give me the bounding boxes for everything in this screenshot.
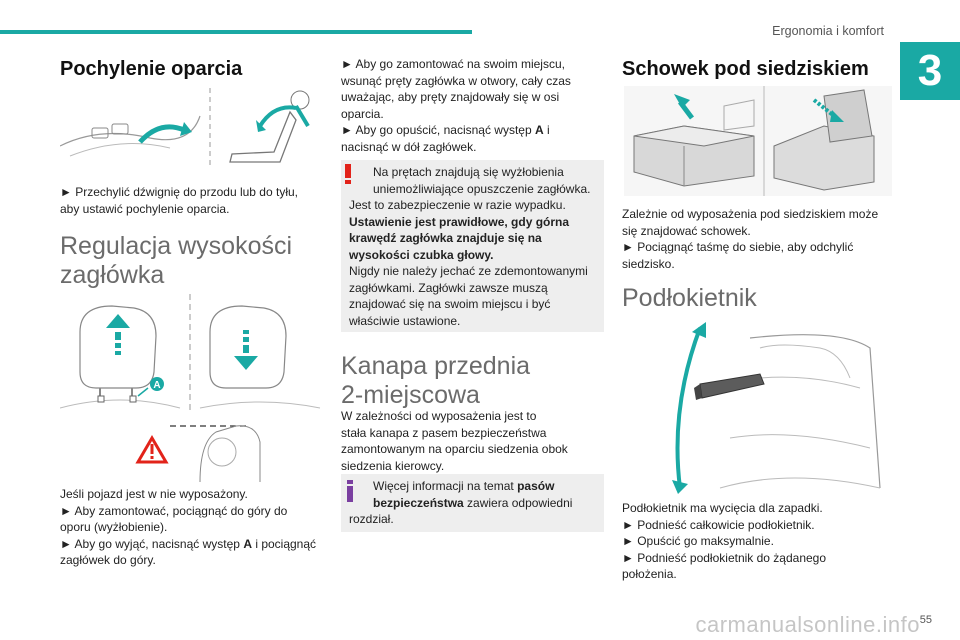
warning-lines-indented: Na prętach znajdują się wyżłobienia unie… bbox=[373, 164, 590, 197]
bench-line: stała kanapa z pasem bezpieczeństwa bbox=[341, 425, 547, 440]
warning-line: właściwie ustawione. bbox=[349, 313, 461, 328]
headrest-line: zagłówek do góry. bbox=[60, 553, 156, 567]
warning-line: uniemożliwiające opuszczenie zagłówka. bbox=[373, 181, 591, 196]
armrest-text: Podłokietnik ma wycięcia dla zapadki. ► … bbox=[622, 500, 826, 583]
headrest-text: Jeśli pojazd jest w nie wyposażony. ► Ab… bbox=[60, 486, 316, 569]
info-line-bold: bezpieczeństwa bbox=[373, 495, 464, 510]
section-title: Ergonomia i komfort bbox=[772, 24, 884, 38]
refit-line: oparcia. bbox=[341, 106, 384, 121]
headrest-line-part: ► Aby go wyjąć, nacisnąć występ bbox=[60, 536, 240, 551]
heading-armrest: Podłokietnik bbox=[622, 284, 757, 312]
heading-bench-line: 2-miejscowa bbox=[341, 380, 480, 409]
recline-text: ► Przechylić dźwignię do przodu lub do t… bbox=[60, 184, 298, 217]
info-lines: rozdział. bbox=[349, 511, 394, 528]
armrest-illustration bbox=[672, 322, 881, 494]
headrest-illustration: A bbox=[60, 294, 321, 483]
label-a-marker bbox=[150, 377, 164, 391]
refit-line-part: ► Aby go opuścić, nacisnąć występ bbox=[341, 123, 532, 137]
bench-line: siedzenia kierowcy. bbox=[341, 458, 445, 473]
storage-line: Zależnie od wyposażenia pod siedziskiem … bbox=[622, 207, 879, 221]
refit-line-part: i bbox=[543, 123, 550, 137]
storage-line: się znajdować schowek. bbox=[622, 223, 751, 238]
recline-illustration bbox=[60, 88, 310, 168]
warning-line: Jest to zabezpieczenie w razie wypadku. bbox=[349, 198, 566, 212]
heading-storage: Schowek pod siedziskiem bbox=[622, 58, 869, 80]
storage-line: ► Pociągnąć taśmę do siebie, aby odchyli… bbox=[622, 240, 854, 254]
armrest-line: ► Podnieść podłokietnik do żądanego bbox=[622, 550, 827, 565]
headrest-line: Jeśli pojazd jest w nie wyposażony. bbox=[60, 487, 248, 501]
bench-line: zamontowanym na oparciu siedzenia obok bbox=[341, 442, 568, 456]
armrest-line: położenia. bbox=[622, 567, 677, 581]
bench-line: W zależności od wyposażenia jest to bbox=[341, 409, 537, 423]
heading-recline: Pochylenie oparcia bbox=[60, 58, 243, 80]
storage-illustration bbox=[624, 86, 892, 196]
headrest-line: ► Aby zamontować, pociągnąć do góry do bbox=[60, 503, 288, 518]
refit-line-bold: A bbox=[534, 123, 544, 137]
warning-box: Na prętach znajdują się wyżłobienia unie… bbox=[341, 160, 604, 332]
armrest-line: ► Opuścić go maksymalnie. bbox=[622, 534, 774, 548]
warning-line-bold: Ustawienie jest prawidłowe, gdy górna bbox=[349, 214, 570, 229]
warning-line-bold: krawędź zagłówka znajduje się na bbox=[349, 231, 542, 245]
watermark: carmanualsonline.info bbox=[695, 612, 920, 637]
header-accent-bar bbox=[0, 30, 472, 34]
recline-line: aby ustawić pochylenie oparcia. bbox=[60, 201, 230, 216]
armrest-line: Podłokietnik ma wycięcia dla zapadki. bbox=[622, 501, 823, 515]
info-line: rozdział. bbox=[349, 512, 394, 526]
chapter-number: 3 bbox=[900, 42, 960, 100]
headrest-line-bold: A bbox=[243, 536, 252, 551]
heading-bench-line: Kanapa przednia bbox=[341, 352, 531, 380]
info-line: bezpieczeństwa zawiera odpowiedni bbox=[373, 495, 572, 512]
refit-text: ► Aby go zamontować na swoim miejscu, ws… bbox=[341, 56, 571, 155]
headrest-line-part: i pociągnąć bbox=[251, 536, 317, 551]
headrest-line: ► Aby go wyjąć, nacisnąć występ A i poci… bbox=[60, 536, 316, 553]
info-line: Więcej informacji na temat pasów bbox=[373, 478, 572, 495]
refit-line: nacisnąć w dół zagłówek. bbox=[341, 139, 477, 154]
page-number: 55 bbox=[919, 614, 932, 626]
info-line-part: Więcej informacji na temat bbox=[373, 479, 514, 493]
refit-line: wsunąć pręty zagłówka w otwory, cały cza… bbox=[341, 73, 571, 88]
bench-text: W zależności od wyposażenia jest to stał… bbox=[341, 408, 568, 474]
warning-lines: Jest to zabezpieczenie w razie wypadku. … bbox=[349, 197, 601, 329]
heading-headrest: Regulacja wysokości zagłówka bbox=[60, 232, 292, 290]
armrest-line: ► Podnieść całkowicie podłokietnik. bbox=[622, 517, 815, 532]
warning-line: Nigdy nie należy jechać ze zdemontowanym… bbox=[349, 264, 588, 278]
storage-text: Zależnie od wyposażenia pod siedziskiem … bbox=[622, 206, 878, 272]
storage-line: siedzisko. bbox=[622, 256, 675, 271]
refit-line: ► Aby go zamontować na swoim miejscu, bbox=[341, 57, 565, 71]
heading-headrest-line: Regulacja wysokości bbox=[60, 232, 293, 260]
warning-line: znajdować się na swoim miejscu i być bbox=[349, 297, 551, 311]
refit-line: uważając, aby pręty znajdowały się w osi bbox=[341, 90, 560, 104]
warning-line: Na prętach znajdują się wyżłobienia bbox=[373, 165, 564, 179]
info-line-part: zawiera odpowiedni bbox=[463, 495, 573, 510]
heading-bench: Kanapa przednia 2-miejscowa bbox=[341, 352, 530, 410]
warning-line-bold: wysokości czubka głowy. bbox=[349, 247, 494, 262]
info-lines-indented: Więcej informacji na temat pasów bezpiec… bbox=[373, 478, 572, 511]
headrest-line: oporu (wyżłobienie). bbox=[60, 520, 168, 534]
warning-exclamation-icon bbox=[345, 164, 351, 184]
info-box: Więcej informacji na temat pasów bezpiec… bbox=[341, 474, 604, 532]
info-icon bbox=[347, 480, 353, 502]
info-line-bold: pasów bbox=[517, 479, 555, 493]
warning-line: zagłówkami. Zagłówki zawsze muszą bbox=[349, 280, 548, 295]
label-a: A bbox=[153, 380, 160, 391]
refit-line: ► Aby go opuścić, nacisnąć występ A i bbox=[341, 122, 571, 139]
recline-line: ► Przechylić dźwignię do przodu lub do t… bbox=[60, 185, 298, 199]
heading-headrest-line: zagłówka bbox=[60, 260, 165, 289]
